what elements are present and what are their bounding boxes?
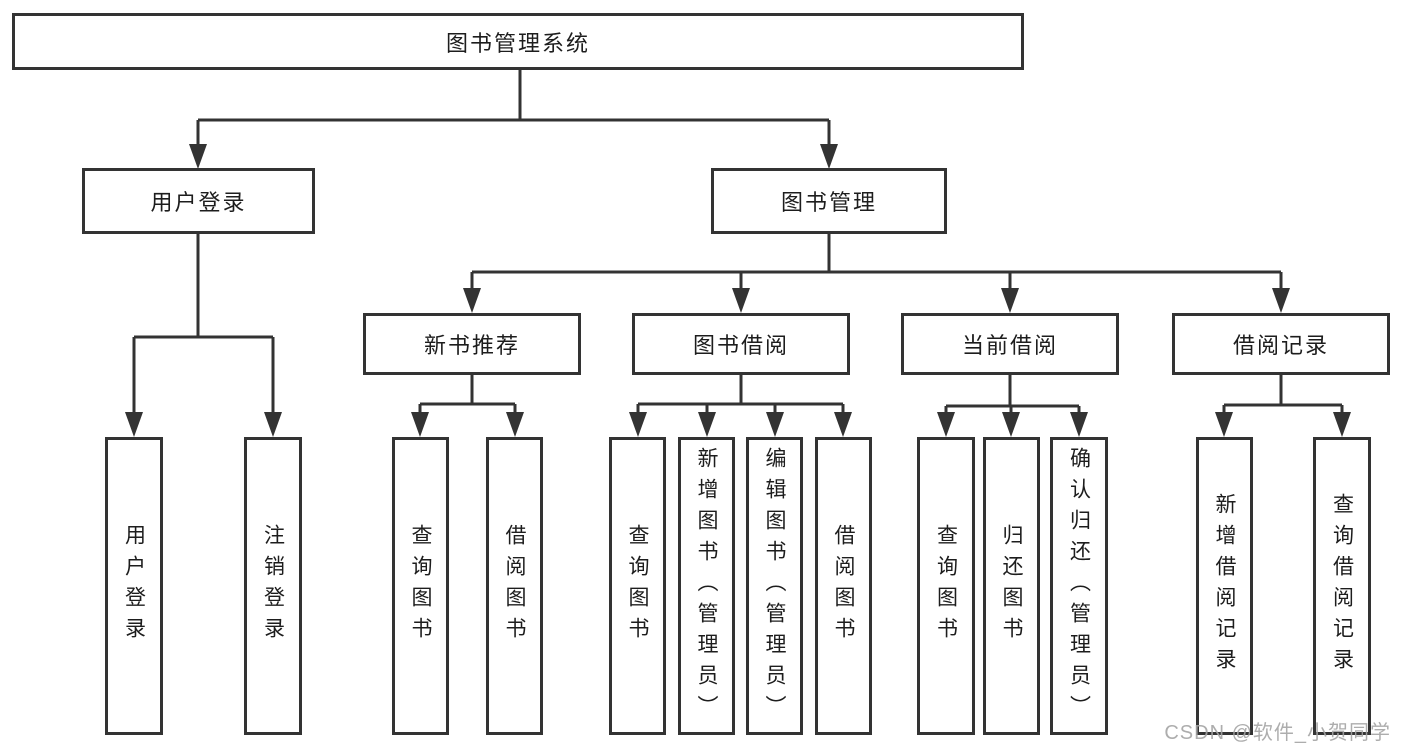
node-book-management: 图书管理: [711, 168, 947, 234]
leaf-recommend-borrow-book: 借阅图书: [486, 437, 543, 735]
leaf-current-confirm-return-admin: 确认归还（管理员）: [1050, 437, 1108, 735]
leaf-records-query-borrow-record: 查询借阅记录: [1313, 437, 1371, 735]
leaf-user-login: 用户登录: [105, 437, 163, 735]
node-new-book-recommend: 新书推荐: [363, 313, 581, 375]
leaf-logout-label: 注销登录: [261, 524, 285, 648]
leaf-current-query-book: 查询图书: [917, 437, 975, 735]
node-borrow-records: 借阅记录: [1172, 313, 1390, 375]
leaf-borrow-add-book-admin-label: 新增图书（管理员）: [695, 446, 718, 726]
connector-lines: [132, 70, 1344, 413]
leaf-logout: 注销登录: [244, 437, 302, 735]
node-book-borrow: 图书借阅: [632, 313, 850, 375]
node-library-system: 图书管理系统: [12, 13, 1024, 70]
leaf-recommend-borrow-book-label: 借阅图书: [503, 524, 526, 648]
leaf-borrow-edit-book-admin: 编辑图书（管理员）: [746, 437, 803, 735]
leaf-current-confirm-return-admin-label: 确认归还（管理员）: [1067, 446, 1091, 726]
leaf-current-return-book-label: 归还图书: [1000, 524, 1023, 648]
leaf-records-add-borrow-record-label: 新增借阅记录: [1213, 493, 1236, 679]
leaf-borrow-query-book: 查询图书: [609, 437, 666, 735]
node-new-book-recommend-label: 新书推荐: [423, 333, 520, 358]
node-library-system-label: 图书管理系统: [445, 30, 590, 56]
leaf-current-return-book: 归还图书: [983, 437, 1040, 735]
arrowhead-markers: [125, 144, 1351, 437]
csdn-watermark: CSDN @软件_小贺同学: [1164, 722, 1391, 744]
leaf-records-add-borrow-record: 新增借阅记录: [1196, 437, 1253, 735]
node-book-management-label: 图书管理: [780, 190, 877, 215]
node-borrow-records-label: 借阅记录: [1232, 333, 1329, 358]
node-current-borrow-label: 当前借阅: [961, 333, 1058, 358]
node-current-borrow: 当前借阅: [901, 313, 1119, 375]
leaf-current-query-book-label: 查询图书: [934, 524, 958, 648]
leaf-borrow-query-book-label: 查询图书: [626, 524, 649, 648]
leaf-borrow-borrow-book-label: 借阅图书: [832, 524, 855, 648]
node-user-login: 用户登录: [82, 168, 315, 234]
leaf-records-query-borrow-record-label: 查询借阅记录: [1330, 493, 1354, 679]
leaf-user-login-label: 用户登录: [122, 524, 146, 648]
leaf-borrow-borrow-book: 借阅图书: [815, 437, 872, 735]
node-user-login-label: 用户登录: [150, 190, 247, 215]
node-book-borrow-label: 图书借阅: [692, 333, 789, 358]
leaf-recommend-query-book: 查询图书: [392, 437, 449, 735]
leaf-recommend-query-book-label: 查询图书: [409, 524, 432, 648]
leaf-borrow-edit-book-admin-label: 编辑图书（管理员）: [763, 446, 786, 726]
leaf-borrow-add-book-admin: 新增图书（管理员）: [678, 437, 735, 735]
